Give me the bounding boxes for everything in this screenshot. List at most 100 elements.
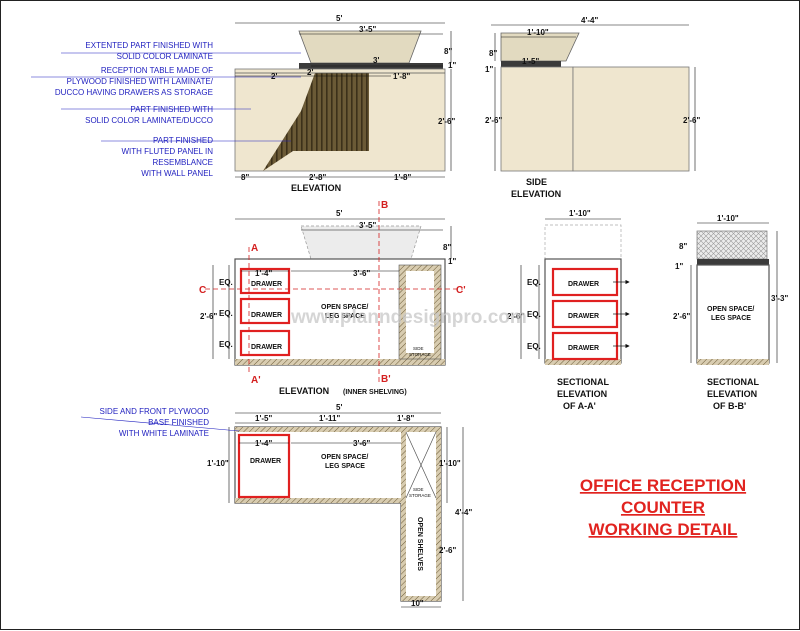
side-storage-label: STORAGE bbox=[409, 493, 431, 498]
front-elevation: 5' 3'-5" 3' 2' 2' 1'-8" 8" 1" 2'-6" 8" 2… bbox=[234, 14, 456, 193]
drawer-label: DRAWER bbox=[251, 344, 282, 351]
drawer-label: DRAWER bbox=[568, 345, 599, 352]
dim-1-5: 1'-5" bbox=[522, 57, 539, 66]
note-line: RECEPTION TABLE MADE OF bbox=[101, 66, 213, 75]
dim-3-3: 3'-3" bbox=[771, 294, 788, 303]
dim-eq: EQ. bbox=[219, 340, 233, 349]
dim-1-10-plan: 1'-10" bbox=[207, 459, 229, 468]
drawer-2 bbox=[239, 297, 291, 325]
drawer-label: DRAWER bbox=[568, 313, 599, 320]
dim-1-4: 1'-4" bbox=[255, 269, 272, 278]
dim-10-plan: 10" bbox=[411, 599, 424, 608]
dim-eq: EQ. bbox=[527, 310, 541, 319]
inner-elevation: SIDE STORAGE DRAWER DRAWER DRAWER OPEN S… bbox=[199, 200, 466, 396]
watermark: www.planndesignpro.com bbox=[290, 307, 527, 328]
leg-space-label: LEG SPACE bbox=[711, 315, 751, 322]
cut-label-c2: C' bbox=[456, 285, 466, 296]
open-space-label: OPEN SPACE/ bbox=[321, 454, 368, 461]
extended-top-panel bbox=[298, 30, 422, 64]
leg-space-label: LEG SPACE bbox=[325, 313, 365, 320]
open-shelves-label: OPEN SHELVES bbox=[416, 517, 423, 571]
note-line: SOLID COLOR LAMINATE/DUCCO bbox=[85, 116, 213, 125]
dim-8-bb: 8" bbox=[679, 242, 687, 251]
dim-8-inner: 8" bbox=[443, 243, 451, 252]
dim-1-inner: 1" bbox=[448, 257, 456, 266]
dim-1-10-aa: 1'-10" bbox=[569, 209, 591, 218]
dim-3: 3' bbox=[373, 56, 379, 65]
side-storage-label: SIDE bbox=[413, 487, 424, 492]
dim-2-6-aa: 2'-6" bbox=[507, 312, 524, 321]
dim-1-8-plan: 1'-8" bbox=[397, 414, 414, 423]
dim-1-5-plan: 1'-5" bbox=[255, 414, 272, 423]
caption-sec-bb: SECTIONAL bbox=[707, 377, 760, 387]
drawer-label: DRAWER bbox=[251, 281, 282, 288]
title-line: COUNTER bbox=[621, 498, 705, 517]
dim-1-bb: 1" bbox=[675, 262, 683, 271]
dim-1-8: 1'-8" bbox=[393, 72, 410, 81]
cut-label-b: B bbox=[381, 200, 388, 211]
plan-note-line: BASE FINISHED bbox=[148, 418, 209, 427]
caption-sec-aa: OF A-A' bbox=[563, 401, 596, 411]
caption-sec-bb: ELEVATION bbox=[707, 389, 757, 399]
caption-elevation: ELEVATION bbox=[291, 183, 341, 193]
dim-2: 2' bbox=[271, 72, 277, 81]
note-line: WITH WALL PANEL bbox=[141, 169, 213, 178]
side-storage-label: SIDE bbox=[413, 346, 424, 351]
dim-2-8: 2'-8" bbox=[309, 173, 326, 182]
section-aa: DRAWER DRAWER DRAWER 1'-10" EQ. EQ. EQ. … bbox=[507, 209, 630, 411]
title-block: OFFICE RECEPTION COUNTER WORKING DETAIL bbox=[580, 476, 746, 539]
dim-eq: EQ. bbox=[527, 342, 541, 351]
dim-3-6-plan: 3'-6" bbox=[353, 439, 370, 448]
dim-5-plan: 5' bbox=[336, 403, 342, 412]
drawer-3 bbox=[239, 329, 291, 357]
dim-8: 8" bbox=[444, 47, 452, 56]
section-drawer-1 bbox=[551, 267, 619, 297]
dim-eq: EQ. bbox=[527, 278, 541, 287]
dim-2-b: 2' bbox=[307, 68, 313, 77]
section-bb: OPEN SPACE/ LEG SPACE 1'-10" 8" 1" 2'-6"… bbox=[673, 214, 788, 411]
cut-label-c: C bbox=[199, 285, 206, 296]
dim-5: 5' bbox=[336, 14, 342, 23]
note-line: PLYWOOD FINISHED WITH LAMINATE/ bbox=[67, 77, 214, 86]
dim-4-4: 4'-4" bbox=[581, 16, 598, 25]
plan-view: DRAWER OPEN SPACE/ LEG SPACE SIDE STORAG… bbox=[80, 403, 472, 608]
fluted-panel bbox=[263, 73, 369, 171]
dim-3-5: 3'-5" bbox=[359, 25, 376, 34]
open-space-label: OPEN SPACE/ bbox=[707, 306, 754, 313]
caption-sec-aa: SECTIONAL bbox=[557, 377, 610, 387]
dim-1-10-plan-r: 1'-10" bbox=[439, 459, 461, 468]
open-space-label: OPEN SPACE/ bbox=[321, 304, 368, 311]
drawer-label: DRAWER bbox=[250, 458, 281, 465]
dim-5-inner: 5' bbox=[336, 209, 342, 218]
dim-2-6-side-r: 2'-6" bbox=[683, 116, 700, 125]
plan-note-line: WITH WHITE LAMINATE bbox=[119, 429, 209, 438]
dim-2-6-side: 2'-6" bbox=[485, 116, 502, 125]
side-elevation: 4'-4" 1'-10" 1'-5" 8" 1" 2'-6" 2'-6" SID… bbox=[485, 16, 700, 199]
dim-8-b: 8" bbox=[241, 173, 249, 182]
dim-1-4-plan: 1'-4" bbox=[255, 439, 272, 448]
note-line: DUCCO HAVING DRAWERS AS STORAGE bbox=[55, 88, 213, 97]
plan-drawer bbox=[237, 433, 291, 499]
dim-2-6-bb: 2'-6" bbox=[673, 312, 690, 321]
dim-8-side: 8" bbox=[489, 49, 497, 58]
title-line: WORKING DETAIL bbox=[589, 520, 738, 539]
drawer-label: DRAWER bbox=[568, 281, 599, 288]
cut-label-a2: A' bbox=[251, 375, 261, 386]
notes-block: EXTENTED PART FINISHED WITH SOLID COLOR … bbox=[31, 41, 301, 178]
caption-sec-bb: OF B-B' bbox=[713, 401, 746, 411]
dim-1-8-b: 1'-8" bbox=[394, 173, 411, 182]
cut-label-a: A bbox=[251, 243, 258, 254]
caption-side-elevation: ELEVATION bbox=[511, 189, 561, 199]
note-line: SOLID COLOR LAMINATE bbox=[117, 52, 213, 61]
dim-4-4-plan: 4'-4" bbox=[455, 508, 472, 517]
cut-label-b2: B' bbox=[381, 374, 391, 385]
caption-sec-aa: ELEVATION bbox=[557, 389, 607, 399]
drawer-label: DRAWER bbox=[251, 312, 282, 319]
dim-eq: EQ. bbox=[219, 309, 233, 318]
dim-1-10: 1'-10" bbox=[527, 28, 549, 37]
side-storage-label: STORAGE bbox=[409, 352, 431, 357]
note-line: WITH FLUTED PANEL IN bbox=[121, 147, 213, 156]
caption-inner-shelving: (INNER SHELVING) bbox=[343, 389, 407, 396]
dim-eq: EQ. bbox=[219, 278, 233, 287]
